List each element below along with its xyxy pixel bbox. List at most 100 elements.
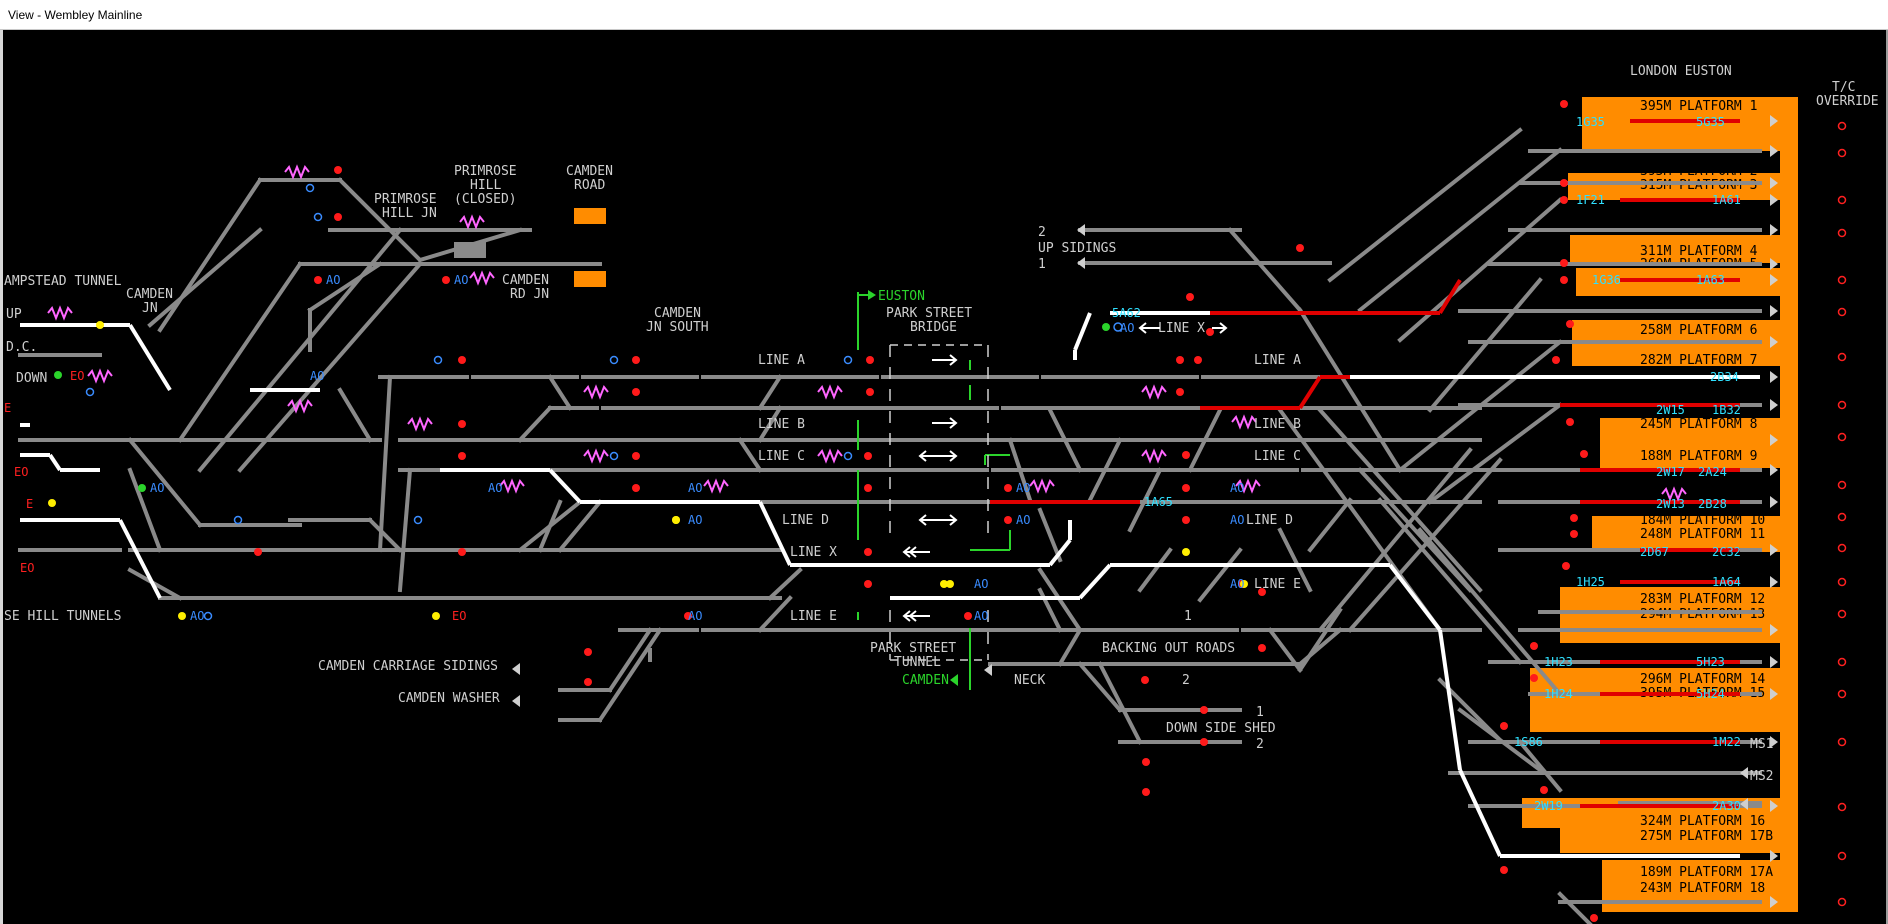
bor-1-label: 1 xyxy=(1184,609,1192,624)
up-label: UP xyxy=(6,307,22,322)
berth-1m22[interactable]: 1M22 xyxy=(1712,735,1741,749)
berth-2w13[interactable]: 2W13 xyxy=(1656,497,1685,511)
ars-code-8[interactable]: AO xyxy=(688,513,702,527)
ars-code-7[interactable]: AO xyxy=(688,481,702,495)
london-euston-label: LONDON EUSTON xyxy=(1630,64,1732,79)
line-d-label-west: LINE D xyxy=(782,513,829,528)
signals[interactable] xyxy=(48,100,1598,922)
signalling-diagram[interactable]: 395M PLATFORM 1 395M PLATFORM 2 315M PLA… xyxy=(0,30,1886,924)
ars-code-5[interactable]: AO xyxy=(150,481,164,495)
berth-2w19[interactable]: 2W19 xyxy=(1534,799,1563,813)
green-route-markers xyxy=(857,292,1011,690)
ars-code-eo-3[interactable]: EO xyxy=(20,561,34,575)
ars-code-14[interactable]: AO xyxy=(974,577,988,591)
berth-1b32[interactable]: 1B32 xyxy=(1712,403,1741,417)
ars-code-eo-2[interactable]: EO xyxy=(14,465,28,479)
berth-2b28[interactable]: 2B28 xyxy=(1698,497,1727,511)
dss-1-label: 1 xyxy=(1256,705,1264,720)
primrose-hill-closed-platform xyxy=(454,242,486,258)
berth-5a62[interactable]: 5A62 xyxy=(1112,306,1141,320)
tc-override-label-2[interactable]: OVERRIDE xyxy=(1816,94,1879,109)
buffer-stops xyxy=(512,115,1778,908)
primrose-hill-label-2: HILL xyxy=(470,178,501,193)
berth-2w15[interactable]: 2W15 xyxy=(1656,403,1685,417)
line-e-label-east: LINE E xyxy=(1254,577,1301,592)
berth-2d67[interactable]: 2D67 xyxy=(1640,545,1669,559)
ars-code-10[interactable]: AO xyxy=(1016,513,1030,527)
bor-2-label: 2 xyxy=(1182,673,1190,688)
line-b-label-west: LINE B xyxy=(758,417,805,432)
platform-12-label: 283M PLATFORM 12 xyxy=(1640,592,1765,607)
berth-1a64[interactable]: 1A64 xyxy=(1712,575,1741,589)
berth-1g35[interactable]: 1G35 xyxy=(1576,115,1605,129)
berth-1h24[interactable]: 1H24 xyxy=(1544,687,1573,701)
platform-17a-label: 189M PLATFORM 17A xyxy=(1640,865,1773,880)
up-sidings-2-label: 2 xyxy=(1038,225,1046,240)
up-sidings-label: UP SIDINGS xyxy=(1038,241,1116,256)
ars-markers[interactable] xyxy=(85,183,1123,621)
berth-2a30[interactable]: 2A30 xyxy=(1712,799,1741,813)
berth-1h25[interactable]: 1H25 xyxy=(1576,575,1605,589)
ars-code-17[interactable]: AO xyxy=(190,609,204,623)
primrose-hill-jn-label-1: PRIMROSE xyxy=(374,192,437,207)
ms2-label: MS2 xyxy=(1750,769,1773,784)
ars-code-16[interactable]: AO xyxy=(688,609,702,623)
line-x-label-west: LINE X xyxy=(790,545,837,560)
platform-6-label: 258M PLATFORM 6 xyxy=(1640,323,1757,338)
camden-road-label-1: CAMDEN xyxy=(566,164,613,179)
primrose-hill-label-3: (CLOSED) xyxy=(454,192,517,207)
ars-code-15[interactable]: AO xyxy=(974,609,988,623)
ars-code-4[interactable]: AO xyxy=(310,369,324,383)
line-x-label-east: LINE X xyxy=(1158,321,1205,336)
berth-1a65[interactable]: 1A65 xyxy=(1144,495,1173,509)
camden-rd-jn-label-2: RD JN xyxy=(510,287,549,302)
occupied-track xyxy=(990,119,1740,808)
park-street-bridge-label-1: PARK STREET xyxy=(886,306,972,321)
ars-code-3[interactable]: AO xyxy=(454,273,468,287)
ars-code-e-1[interactable]: E xyxy=(4,401,11,415)
camden-jn-label-1: CAMDEN xyxy=(126,287,173,302)
berth-5h23[interactable]: 5H23 xyxy=(1696,655,1725,669)
platform-3-label: 315M PLATFORM 3 xyxy=(1640,178,1757,193)
camden-rd-jn-label-1: CAMDEN xyxy=(502,273,549,288)
ars-code-11[interactable]: AO xyxy=(1230,481,1244,495)
berth-5h24[interactable]: 5H24 xyxy=(1696,687,1725,701)
ars-code-9[interactable]: AO xyxy=(1016,481,1030,495)
camden-carriage-sidings-label: CAMDEN CARRIAGE SIDINGS xyxy=(318,659,498,674)
camden-rd-jn-platform xyxy=(574,271,606,287)
platform-13-label: 294M PLATFORM 13 xyxy=(1640,607,1765,622)
window-left-border xyxy=(0,30,3,924)
window-title: View - Wembley Mainline xyxy=(8,8,143,22)
berth-2b34[interactable]: 2B34 xyxy=(1710,370,1739,384)
camden-jn-south-label-1: CAMDEN xyxy=(654,306,701,321)
platform-10-label: 184M PLATFORM 10 xyxy=(1640,513,1765,528)
alarm-indicators xyxy=(47,164,1687,502)
berth-1a61[interactable]: 1A61 xyxy=(1712,193,1741,207)
ars-code-6[interactable]: AO xyxy=(488,481,502,495)
set-routes xyxy=(20,311,1760,858)
platform-17b-label: 275M PLATFORM 17B xyxy=(1640,829,1773,844)
ars-code-eo-1[interactable]: EO xyxy=(70,369,84,383)
ars-code-2[interactable]: AO xyxy=(326,273,340,287)
window-scrollbar[interactable] xyxy=(1886,30,1888,924)
berth-2w17[interactable]: 2W17 xyxy=(1656,465,1685,479)
park-street-structure xyxy=(889,344,989,661)
dss-2-label: 2 xyxy=(1256,737,1264,752)
berth-1g36[interactable]: 1G36 xyxy=(1592,273,1621,287)
ars-code-e-2[interactable]: E xyxy=(26,497,33,511)
ars-code-12[interactable]: AO xyxy=(1230,513,1244,527)
tc-override-indicators[interactable] xyxy=(1837,121,1847,907)
ars-code-1[interactable]: AO xyxy=(1120,321,1134,335)
berth-1f21[interactable]: 1F21 xyxy=(1576,193,1605,207)
camden-jn-label-2: JN xyxy=(142,301,158,316)
camden-jn-south-label-2: JN SOUTH xyxy=(646,320,709,335)
line-e-label-west: LINE E xyxy=(790,609,837,624)
berth-2a24[interactable]: 2A24 xyxy=(1698,465,1727,479)
berth-1a63[interactable]: 1A63 xyxy=(1696,273,1725,287)
berth-2c32[interactable]: 2C32 xyxy=(1712,545,1741,559)
ars-code-eo-4[interactable]: EO xyxy=(452,609,466,623)
berth-1s86[interactable]: 1S86 xyxy=(1514,735,1543,749)
berth-5g35[interactable]: 5G35 xyxy=(1696,115,1725,129)
ars-code-13[interactable]: AO xyxy=(1230,577,1244,591)
berth-1h23[interactable]: 1H23 xyxy=(1544,655,1573,669)
